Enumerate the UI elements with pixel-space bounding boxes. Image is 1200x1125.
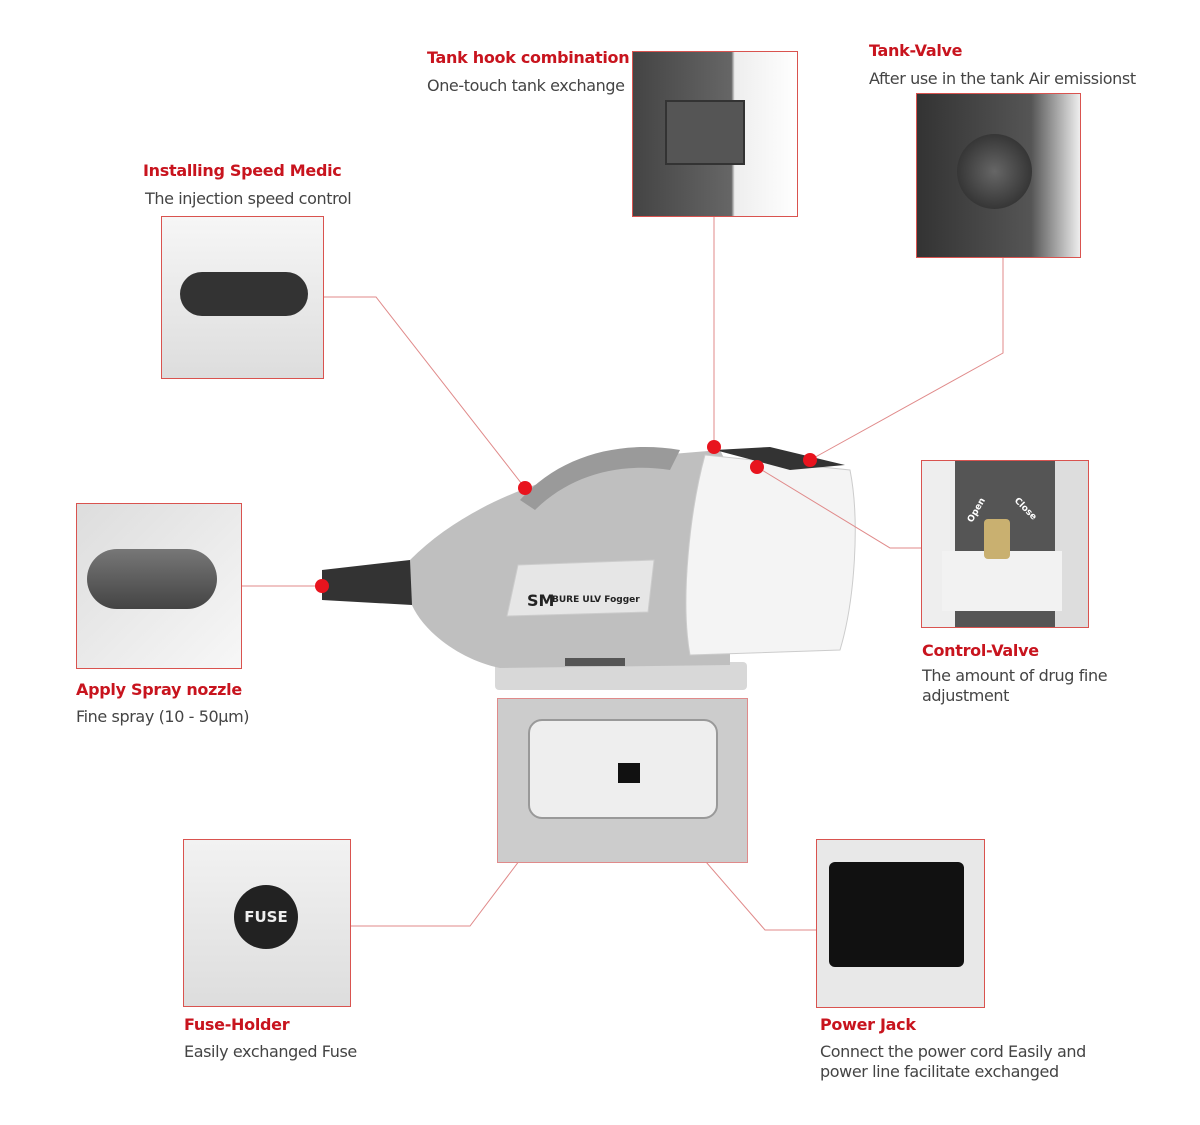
tank-valve-title: Tank-Valve bbox=[869, 41, 963, 60]
speed-medic-photo bbox=[161, 216, 324, 379]
control-valve-desc: The amount of drug fine adjustment bbox=[922, 666, 1108, 705]
fuse-holder-desc: Easily exchanged Fuse bbox=[184, 1042, 357, 1061]
valve-close-label: Close bbox=[1012, 496, 1038, 522]
control-valve-title: Control-Valve bbox=[922, 641, 1039, 660]
tank-hook-photo bbox=[632, 51, 798, 217]
spray-nozzle-desc: Fine spray (10 - 50µm) bbox=[76, 707, 250, 726]
speed-medic-title: Installing Speed Medic bbox=[143, 161, 342, 180]
spray-nozzle-title: Apply Spray nozzle bbox=[76, 680, 242, 699]
tank-valve-desc: After use in the tank Air emissionst bbox=[869, 69, 1136, 88]
brand-logo: SM bbox=[527, 591, 554, 610]
power-jack-photo bbox=[816, 839, 985, 1008]
valve-open-label: Open bbox=[966, 496, 988, 524]
tank-hook-desc: One-touch tank exchange bbox=[427, 76, 625, 95]
control-valve-photo: Open Close bbox=[921, 460, 1089, 628]
fuse-holder-title: Fuse-Holder bbox=[184, 1015, 290, 1034]
device-label: BURE ULV Fogger bbox=[552, 595, 640, 605]
power-jack-title: Power Jack bbox=[820, 1015, 916, 1034]
fuse-holder-photo: FUSE bbox=[183, 839, 351, 1007]
bottom-view-photo bbox=[497, 698, 748, 863]
fuse-label: FUSE bbox=[234, 885, 298, 949]
tank-valve-photo bbox=[916, 93, 1081, 258]
speed-medic-desc: The injection speed control bbox=[145, 189, 352, 208]
power-jack-desc: Connect the power cord Easily and power … bbox=[820, 1042, 1086, 1081]
spray-nozzle-photo bbox=[76, 503, 242, 669]
tank-hook-title: Tank hook combination bbox=[427, 48, 630, 67]
fogger-device bbox=[322, 447, 856, 690]
